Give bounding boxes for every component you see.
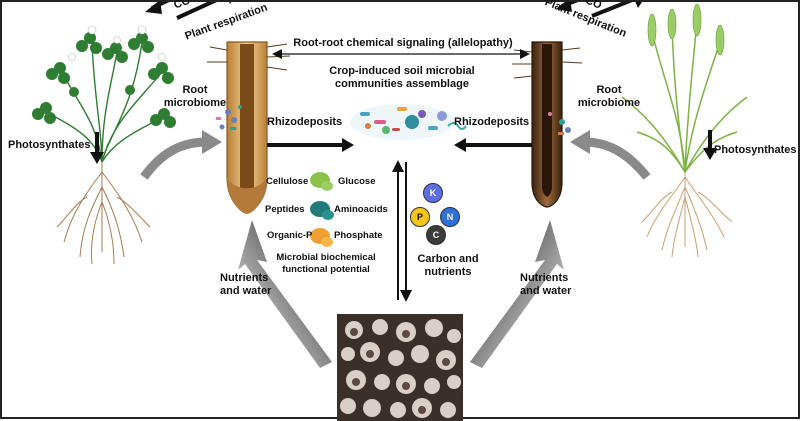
photosynthates-label-right: Photosynthates xyxy=(714,144,797,156)
peptidase-enzyme-icon xyxy=(310,201,334,220)
root-microbiome-label-left-1: Root xyxy=(182,84,208,96)
root-zoom-arrow-left xyxy=(140,130,222,180)
aminoacids-label: Aminoacids xyxy=(334,204,388,215)
root-zoom-arrow-right xyxy=(570,130,651,180)
nitrogen-element-icon: N xyxy=(440,207,460,227)
carbon-nutrients-label-line1: Carbon and xyxy=(417,253,479,265)
cellulose-label: Cellulose xyxy=(266,176,309,187)
cellulase-enzyme-icon xyxy=(310,172,333,191)
functional-potential-line1: Microbial biochemical xyxy=(276,252,376,263)
photosynthates-arrow-right xyxy=(703,130,717,160)
clover-plant xyxy=(32,25,176,265)
photosynthates-label-left: Photosynthates xyxy=(8,139,91,151)
allelopathy-label: Root-root chemical signaling (allelopath… xyxy=(293,37,513,49)
glucose-label: Glucose xyxy=(338,176,376,187)
rhizodeposits-label-right: Rhizodeposits xyxy=(454,116,530,128)
root-section-left xyxy=(207,41,291,214)
rhizodeposits-arrow-left xyxy=(267,138,354,152)
carbon-nutrients-arrows xyxy=(392,160,412,302)
rhizodeposits-arrow-right xyxy=(454,138,532,152)
functional-potential-line2: functional potential xyxy=(282,264,370,275)
organic-p-label: Organic-P xyxy=(267,230,313,241)
peptides-label: Peptides xyxy=(265,204,305,215)
allelopathy-arrow xyxy=(272,49,530,59)
co2-exchange-arrows-left xyxy=(145,2,232,20)
phosphorus-element-icon: P xyxy=(410,207,430,227)
root-microbiome-label-left-2: microbiome xyxy=(163,97,227,109)
assemblage-label-line2: communities assemblage xyxy=(335,78,469,90)
nutrients-water-arrow-left xyxy=(238,220,332,368)
carbon-nutrients-label-line2: nutrients xyxy=(424,266,472,278)
phosphate-label: Phosphate xyxy=(334,230,383,241)
phosphatase-enzyme-icon xyxy=(310,228,333,247)
nutrients-water-arrow-right xyxy=(470,220,564,368)
rhizodeposits-label-left: Rhizodeposits xyxy=(267,116,343,128)
microbial-community-cluster xyxy=(350,104,467,140)
potassium-element-icon: K xyxy=(423,183,443,203)
nutrients-water-label-left-1: Nutrients xyxy=(220,272,269,284)
root-microbiome-label-right-2: microbiome xyxy=(577,97,641,109)
root-microbiome-label-right-1: Root xyxy=(596,84,622,96)
co2-exchange-arrows-right xyxy=(556,2,642,18)
nutrients-water-label-right-1: Nutrients xyxy=(520,272,569,284)
carbon-element-icon: C xyxy=(426,225,446,245)
photosynthates-arrow-left xyxy=(90,132,104,164)
soil-aggregate-block xyxy=(337,314,463,421)
wheat-plant xyxy=(621,3,748,258)
nutrients-water-label-left-2: and water xyxy=(220,285,272,297)
nutrients-water-label-right-2: and water xyxy=(520,285,572,297)
root-section-right xyxy=(512,41,583,208)
assemblage-label-line1: Crop-induced soil microbial xyxy=(329,65,475,77)
